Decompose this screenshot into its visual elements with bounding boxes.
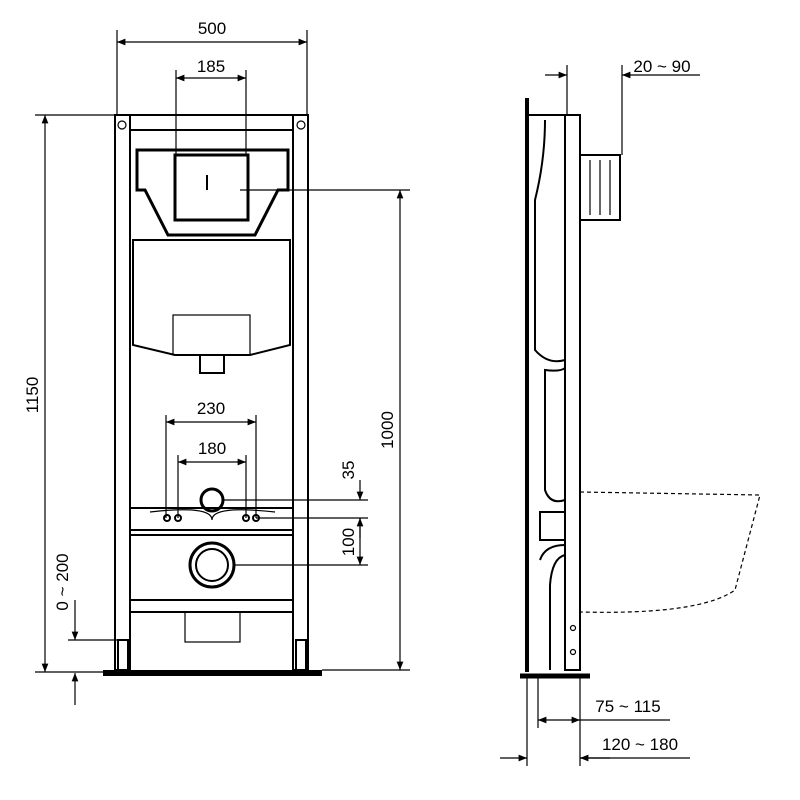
front-dimensions: 500 185 1150 1000 230 180 35 100 0 ~ 200 [23, 19, 410, 705]
side-view [520, 98, 761, 679]
lower-rail [129, 599, 294, 613]
dim-flush-plate: 185 [197, 57, 225, 76]
top-rail [129, 114, 294, 131]
bracket [129, 507, 294, 531]
dim-height: 1150 [23, 377, 42, 414]
frame-post [564, 114, 581, 671]
cistern-side [529, 114, 566, 363]
dim-bolt-inner: 180 [198, 439, 226, 458]
right-post [292, 114, 309, 671]
cistern-top [135, 148, 290, 237]
dim-overall-depth: 120 ~ 180 [602, 735, 678, 754]
cistern-body [132, 239, 291, 356]
drain-bend [539, 544, 566, 670]
dim-wall-adjust: 20 ~ 90 [633, 57, 690, 76]
flush-valve-box [173, 153, 250, 222]
wall [525, 98, 529, 672]
dim-frame-depth: 75 ~ 115 [595, 697, 660, 716]
front-view [103, 114, 322, 676]
dim-inlet-offset: 35 [339, 461, 358, 480]
dim-outlet-offset: 100 [339, 528, 358, 556]
flush-valve-side [579, 154, 621, 221]
left-post [114, 114, 131, 671]
cistern-outlet [199, 354, 225, 374]
side-dimensions: 20 ~ 90 75 ~ 115 120 ~ 180 [500, 57, 700, 766]
dim-flush-height: 1000 [378, 411, 397, 449]
toilet-bowl-outline [579, 491, 761, 613]
dim-width: 500 [198, 19, 226, 38]
dim-bolt-outer: 230 [197, 399, 225, 418]
dim-foot-adjust: 0 ~ 200 [53, 553, 72, 610]
